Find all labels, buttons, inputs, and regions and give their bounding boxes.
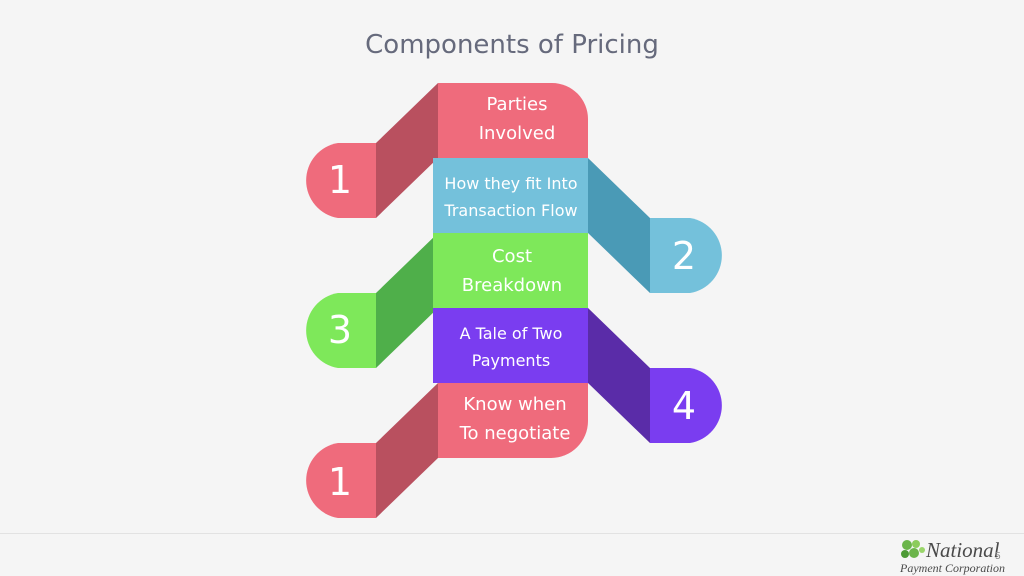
step-2-line-1: How they fit Into bbox=[444, 174, 578, 193]
step-4-tab bbox=[650, 368, 722, 443]
step-1-group bbox=[306, 83, 588, 218]
step-4-label: A Tale of Two Payments bbox=[432, 320, 590, 374]
step-1-connector bbox=[376, 83, 438, 218]
step-5-group bbox=[306, 383, 588, 518]
company-logo: National Payment Corporation bbox=[898, 538, 1022, 575]
step-4-line-2: Payments bbox=[471, 351, 551, 370]
step-2-group bbox=[433, 158, 722, 293]
step-3-tab bbox=[306, 293, 376, 368]
step-5-line-1: Know when bbox=[463, 394, 567, 415]
step-5-panel bbox=[438, 383, 588, 458]
step-5-tab bbox=[306, 443, 376, 518]
page-number: 5 bbox=[995, 551, 1001, 562]
step-1-line-2: Involved bbox=[478, 123, 556, 144]
step-2-line-2: Transaction Flow bbox=[444, 201, 578, 220]
slide-title: Components of Pricing bbox=[365, 30, 659, 60]
step-2-tab bbox=[650, 218, 722, 293]
step-4-connector bbox=[588, 308, 650, 443]
step-5-label: Know when To negotiate bbox=[436, 390, 594, 448]
leaf-icon bbox=[901, 540, 925, 558]
step-1-number: 1 bbox=[327, 158, 353, 202]
step-2-connector bbox=[588, 158, 650, 293]
footer-divider bbox=[0, 533, 1024, 534]
step-3-connector bbox=[376, 233, 438, 368]
step-5-number: 1 bbox=[327, 460, 353, 504]
step-4-line-1: A Tale of Two bbox=[459, 324, 563, 343]
step-2-number: 2 bbox=[671, 234, 697, 278]
step-1-label: Parties Involved bbox=[438, 90, 596, 148]
logo-subtitle: Payment Corporation bbox=[900, 561, 1005, 575]
step-3-label: Cost Breakdown bbox=[433, 242, 591, 300]
step-2-panel bbox=[433, 158, 588, 233]
step-3-number: 3 bbox=[327, 308, 353, 352]
step-3-panel bbox=[433, 233, 588, 308]
step-3-group bbox=[306, 233, 588, 368]
logo-name: National bbox=[926, 538, 1000, 562]
step-1-panel bbox=[438, 83, 588, 158]
step-3-line-2: Breakdown bbox=[461, 275, 563, 296]
step-5-line-2: To negotiate bbox=[459, 423, 571, 444]
step-2-label: How they fit Into Transaction Flow bbox=[432, 170, 590, 224]
step-4-group bbox=[433, 308, 722, 443]
step-1-line-1: Parties bbox=[486, 94, 548, 115]
step-1-tab bbox=[306, 143, 376, 218]
step-5-connector bbox=[376, 383, 438, 518]
step-4-panel bbox=[433, 308, 588, 383]
step-4-number: 4 bbox=[671, 384, 697, 428]
step-3-line-1: Cost bbox=[491, 246, 533, 267]
